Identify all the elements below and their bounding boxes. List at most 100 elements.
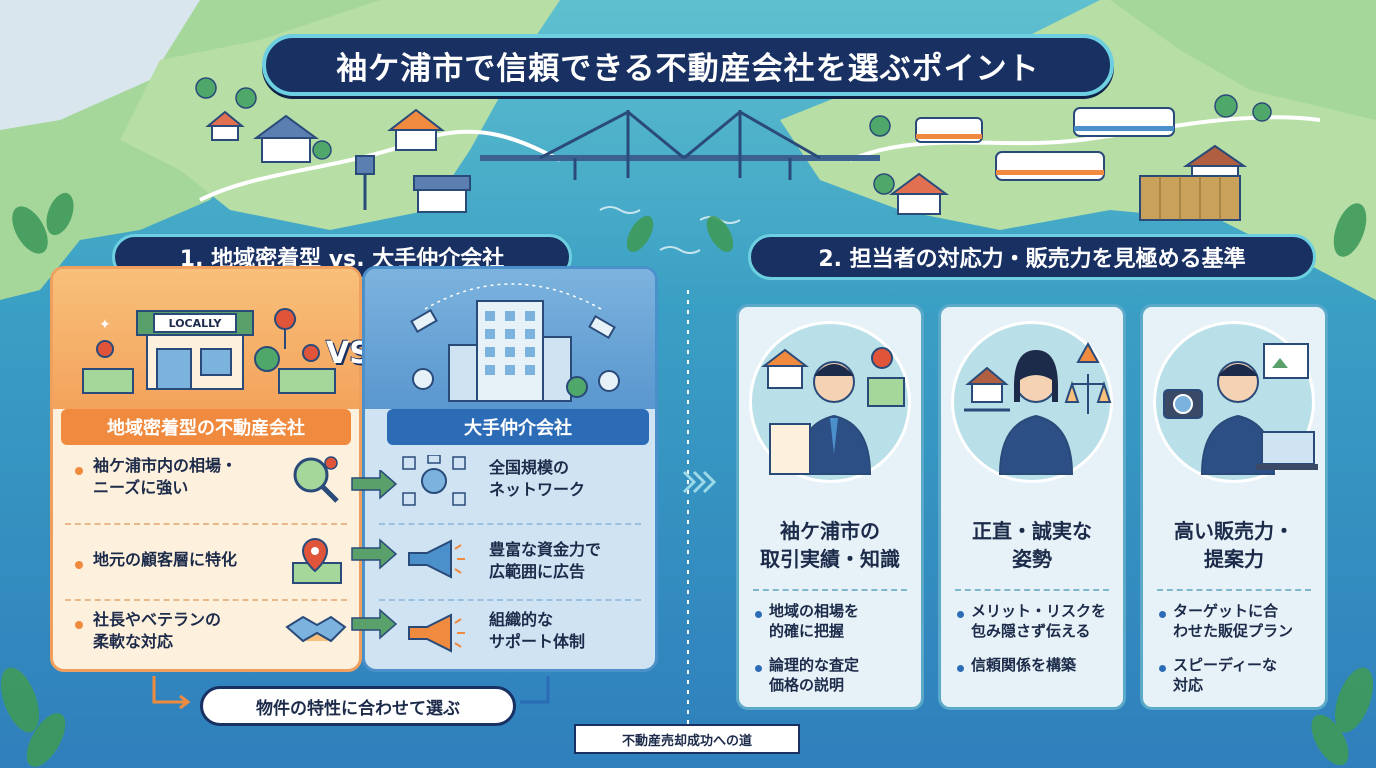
divider xyxy=(955,589,1109,591)
bullet xyxy=(957,611,964,618)
arrow-right-icon xyxy=(351,608,398,640)
major-agency-label-text: 大手仲介会社 xyxy=(464,418,572,439)
signpost xyxy=(355,155,375,210)
criteria-card-2: 正直・誠実な 姿勢 メリット・リスクを 包み隠さず伝える 信頼関係を構築 xyxy=(938,304,1126,710)
major-agency-illustration xyxy=(365,269,655,409)
agent-illustration-circle xyxy=(951,321,1113,483)
footer-road-label-text: 不動産売却成功への道 xyxy=(621,733,752,749)
arrow-right-icon xyxy=(351,470,398,500)
land-right-top xyxy=(1110,0,1376,120)
local-agency-label-text: 地域密着型の不動産会社 xyxy=(107,418,305,439)
card-3-title-line2: 提案力 xyxy=(1204,547,1264,571)
agent-illustration-circle xyxy=(1153,321,1320,483)
trains xyxy=(915,107,1175,181)
section2-heading: 2. 担当者の対応力・販売力を見極める基準 xyxy=(748,234,1316,280)
major-item-2: 豊富な資金力で 広範囲に広告 xyxy=(489,539,601,583)
agent-with-clipboard-icon xyxy=(761,347,905,475)
conclusion-text: 物件の特性に合わせて選ぶ xyxy=(256,698,460,719)
local-agency-panel: ✦ LOCALLY 地域密着型の不動産会社 袖ケ浦市内の相場・ ニーズに強い 地… xyxy=(50,266,362,672)
local-agency-label: 地域密着型の不動産会社 xyxy=(61,409,351,445)
major-item-1-line2: ネットワーク xyxy=(489,480,586,499)
bullet xyxy=(755,611,762,618)
svg-text:✦: ✦ xyxy=(99,317,111,333)
divider xyxy=(379,599,641,601)
conclusion-pill: 物件の特性に合わせて選ぶ xyxy=(200,686,516,726)
magnifier-map-icon xyxy=(293,456,339,503)
card-1-item-1-line2: 的確に把握 xyxy=(769,622,845,640)
agent-illustration-circle xyxy=(749,321,911,483)
farm-field xyxy=(1139,175,1241,221)
card-3-item-1: ターゲットに合 わせた販促プラン xyxy=(1173,601,1293,641)
card-1-item-2-line2: 価格の説明 xyxy=(769,676,845,694)
card-2-item-1-line1: メリット・リスクを xyxy=(971,602,1107,620)
page-title: 袖ケ浦市で信頼できる不動産会社を選ぶポイント xyxy=(336,50,1040,87)
major-item-1: 全国規模の ネットワーク xyxy=(489,457,585,501)
divider xyxy=(65,523,347,525)
houses-left xyxy=(205,108,471,213)
card-2-item-1-line2: 包み隠さず伝える xyxy=(971,622,1091,640)
map-pin-icon xyxy=(292,537,342,584)
road-right xyxy=(849,115,1321,162)
card-3-item-1-line2: わせた販促プラン xyxy=(1173,622,1294,640)
major-item-2-line1: 豊富な資金力で xyxy=(489,540,602,559)
bullet xyxy=(957,665,964,672)
office-building-icon xyxy=(410,283,620,402)
card-3-title-line1: 高い販売力・ xyxy=(1174,519,1294,543)
sea-corner xyxy=(0,0,200,130)
leaves-decoration xyxy=(0,192,1374,767)
card-2-title-line1: 正直・誠実な xyxy=(972,519,1092,543)
major-item-3-line2: サポート体制 xyxy=(489,632,586,651)
handshake-icon xyxy=(285,615,347,643)
divider xyxy=(753,589,907,591)
local-item-1: 袖ケ浦市内の相場・ ニーズに強い xyxy=(93,455,237,499)
local-item-1-line1: 袖ケ浦市内の相場・ xyxy=(93,456,238,475)
criteria-card-1: 袖ケ浦市の 取引実績・知識 地域の相場を 的確に把握 論理的な査定 価格の説明 xyxy=(736,304,924,710)
card-2-item-2-line1: 信頼関係を構築 xyxy=(971,656,1077,674)
card-2-item-1: メリット・リスクを 包み隠さず伝える xyxy=(971,601,1106,641)
bullet xyxy=(1159,611,1166,618)
arrow-right-icon xyxy=(351,538,398,570)
trees-left xyxy=(195,77,332,160)
bullet xyxy=(1159,665,1166,672)
major-item-3-line1: 組織的な xyxy=(489,610,554,629)
title-banner: 袖ケ浦市で信頼できる不動産会社を選ぶポイント xyxy=(262,34,1114,96)
card-1-title-line1: 袖ケ浦市の xyxy=(780,519,880,543)
section2-heading-text: 2. 担当者の対応力・販売力を見極める基準 xyxy=(818,247,1246,272)
agent-with-scale-icon xyxy=(964,341,1112,475)
network-icon xyxy=(402,455,466,506)
local-item-3: 社長やベテランの 柔軟な対応 xyxy=(93,609,221,653)
card-1-item-2: 論理的な査定 価格の説明 xyxy=(769,655,859,695)
bullet xyxy=(755,665,762,672)
bullet xyxy=(75,561,83,569)
major-agency-label: 大手仲介会社 xyxy=(387,409,649,445)
card-3-item-2: スピーディーな 対応 xyxy=(1173,655,1277,695)
arrows-right xyxy=(351,470,398,640)
divider xyxy=(1157,589,1311,591)
megaphone-icon xyxy=(408,539,465,579)
major-agency-panel: 大手仲介会社 全国規模の ネットワーク 豊富な資金力で 広範囲に広告 組織的な … xyxy=(362,266,658,672)
locally-sign: LOCALLY xyxy=(153,313,237,333)
local-item-2-line1: 地元の顧客層に特化 xyxy=(93,550,238,569)
major-item-3: 組織的な サポート体制 xyxy=(489,609,585,653)
chevron-icons xyxy=(682,470,717,494)
card-3-title: 高い販売力・ 提案力 xyxy=(1143,517,1325,573)
card-1-item-1-line1: 地域の相場を xyxy=(769,602,860,620)
connector-right xyxy=(520,676,550,704)
major-item-1-line1: 全国規模の xyxy=(489,458,570,477)
local-item-3-line2: 柔軟な対応 xyxy=(93,632,174,651)
card-2-title: 正直・誠実な 姿勢 xyxy=(941,517,1123,573)
card-2-title-line2: 姿勢 xyxy=(1012,547,1052,571)
card-3-item-1-line1: ターゲットに合 xyxy=(1173,602,1279,620)
divider xyxy=(65,599,347,601)
megaphone-icon xyxy=(408,613,465,653)
trees-right xyxy=(869,94,1272,195)
bullet xyxy=(75,621,83,629)
card-1-title-line2: 取引実績・知識 xyxy=(760,547,900,571)
card-3-item-2-line2: 対応 xyxy=(1173,676,1204,694)
footer-road-label: 不動産売却成功への道 xyxy=(574,724,800,754)
card-2-item-2: 信頼関係を構築 xyxy=(971,655,1076,675)
local-agency-illustration: ✦ LOCALLY xyxy=(53,269,359,409)
agent-with-camera-laptop-icon xyxy=(1163,343,1320,475)
major-item-2-line2: 広範囲に広告 xyxy=(489,562,586,581)
local-item-1-line2: ニーズに強い xyxy=(93,478,189,497)
